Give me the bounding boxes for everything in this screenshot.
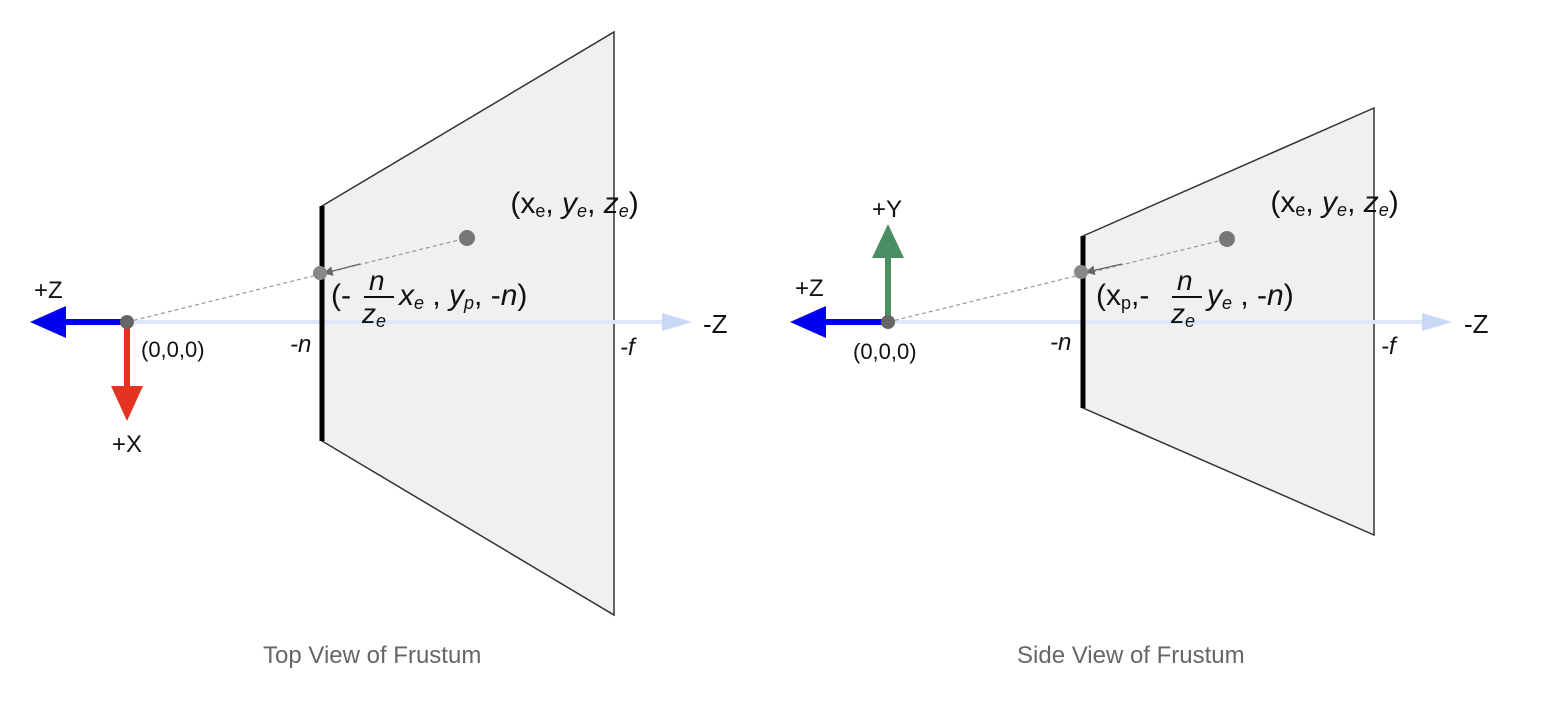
top-projected-point-label: (- n ze xe , yp, -n) [331,265,527,331]
side-origin-label: (0,0,0) [853,339,917,364]
top-eye-point-label: (xe, ye, ze) [452,187,680,221]
side-view-caption: Side View of Frustum [1017,642,1245,669]
side-plus-z-arrowhead [790,306,826,338]
side-proj-numerator: n [1177,265,1193,296]
side-far-label: -f [1381,333,1398,360]
side-proj-rest: ye , -n) [1205,279,1294,313]
top-minus-z-label: -Z [703,309,728,339]
top-eye-point-dot [459,230,475,246]
top-origin-dot [120,315,134,329]
side-projected-dot [1074,265,1088,279]
side-origin-dot [881,315,895,329]
top-origin-label: (0,0,0) [141,337,205,362]
top-proj-numerator: n [369,265,385,296]
top-proj-rest: xe , yp, -n) [397,279,527,313]
top-far-label: -f [620,334,637,361]
top-view-caption: Top View of Frustum [263,642,481,669]
side-view-panel: +Z +Y (0,0,0) -Z -n -f (xe, ye, ze) (xp,… [790,106,1489,669]
side-near-label: -n [1050,329,1071,356]
top-projection-arrow [323,263,361,276]
side-plus-y-label: +Y [872,196,902,223]
side-projection-arrow [1085,263,1123,275]
top-projection-ray [126,237,468,323]
top-plus-z-arrowhead [30,306,66,338]
side-projected-point-label: (xp,- n ze ye , -n) [1096,265,1294,331]
side-proj-start: (xp,- [1096,279,1158,313]
side-plus-z-label: +Z [795,275,824,302]
top-projected-dot [313,266,327,280]
top-proj-denominator: ze [361,298,386,331]
side-minus-z-label: -Z [1464,309,1489,339]
top-view-panel: +Z +X (0,0,0) -Z -n -f (xe, ye, ze) (- n… [30,30,728,669]
side-projection-ray [887,238,1228,323]
top-proj-open: (- [331,279,351,312]
side-eye-point-dot [1219,231,1235,247]
side-plus-y-arrowhead [872,224,904,258]
top-plus-x-arrowhead [111,386,143,421]
side-proj-denominator: ze [1170,298,1195,331]
top-plus-z-label: +Z [34,277,63,304]
side-eye-point-label: (xe, ye, ze) [1212,186,1440,220]
side-view-axis-arrowhead [1422,313,1452,331]
top-near-label: -n [290,331,311,358]
top-plus-x-label: +X [112,431,142,458]
top-view-axis-arrowhead [662,313,692,331]
